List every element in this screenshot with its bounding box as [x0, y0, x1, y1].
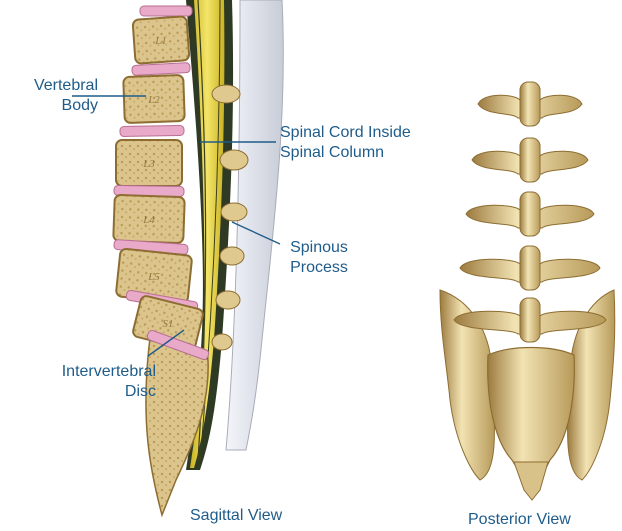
vertebra-mark: S1: [163, 318, 174, 330]
intervertebral-disc-line-2: Disc: [0, 382, 156, 402]
intervertebral-disc: [120, 125, 184, 136]
intervertebral-disc-label: Intervertebral Disc: [0, 362, 156, 402]
vertebra-mark: L3: [142, 158, 155, 170]
posterior-ligament: [226, 0, 283, 450]
spinous-process-label: Spinous Process: [276, 238, 362, 278]
intervertebral-disc: [132, 62, 190, 75]
vertebra-mark: L4: [142, 214, 155, 226]
coccyx: [514, 462, 548, 500]
intervertebral-disc: [140, 6, 192, 16]
spinal-cord-line-2: Spinal Column: [280, 143, 411, 163]
vertebral-body-line-2: Body: [0, 96, 98, 116]
vertebra-mark: L2: [147, 94, 160, 106]
spinal-cord-label: Spinal Cord Inside Spinal Column: [280, 123, 411, 163]
intervertebral-disc-line-1: Intervertebral: [0, 362, 156, 382]
spinous-process-line-1: Spinous: [276, 238, 362, 258]
sacrum-posterior: [488, 348, 575, 481]
posterior-vertebra: [460, 246, 600, 290]
posterior-vertebra: [466, 192, 594, 236]
sagittal-view-caption: Sagittal View: [190, 506, 282, 526]
posterior-spine: [440, 82, 615, 500]
spinous-process-line-2: Process: [276, 258, 362, 278]
posterior-vertebra: [472, 138, 588, 182]
spinal-cord-line-1: Spinal Cord Inside: [280, 123, 411, 143]
posterior-view-caption: Posterior View: [468, 510, 571, 530]
vertebra-mark: L1: [154, 35, 167, 47]
vertebral-body-label: Vertebral Body: [0, 76, 98, 116]
vertebra-mark: L5: [147, 271, 160, 283]
posterior-vertebra: [478, 82, 582, 126]
vertebral-body-line-1: Vertebral: [0, 76, 98, 96]
